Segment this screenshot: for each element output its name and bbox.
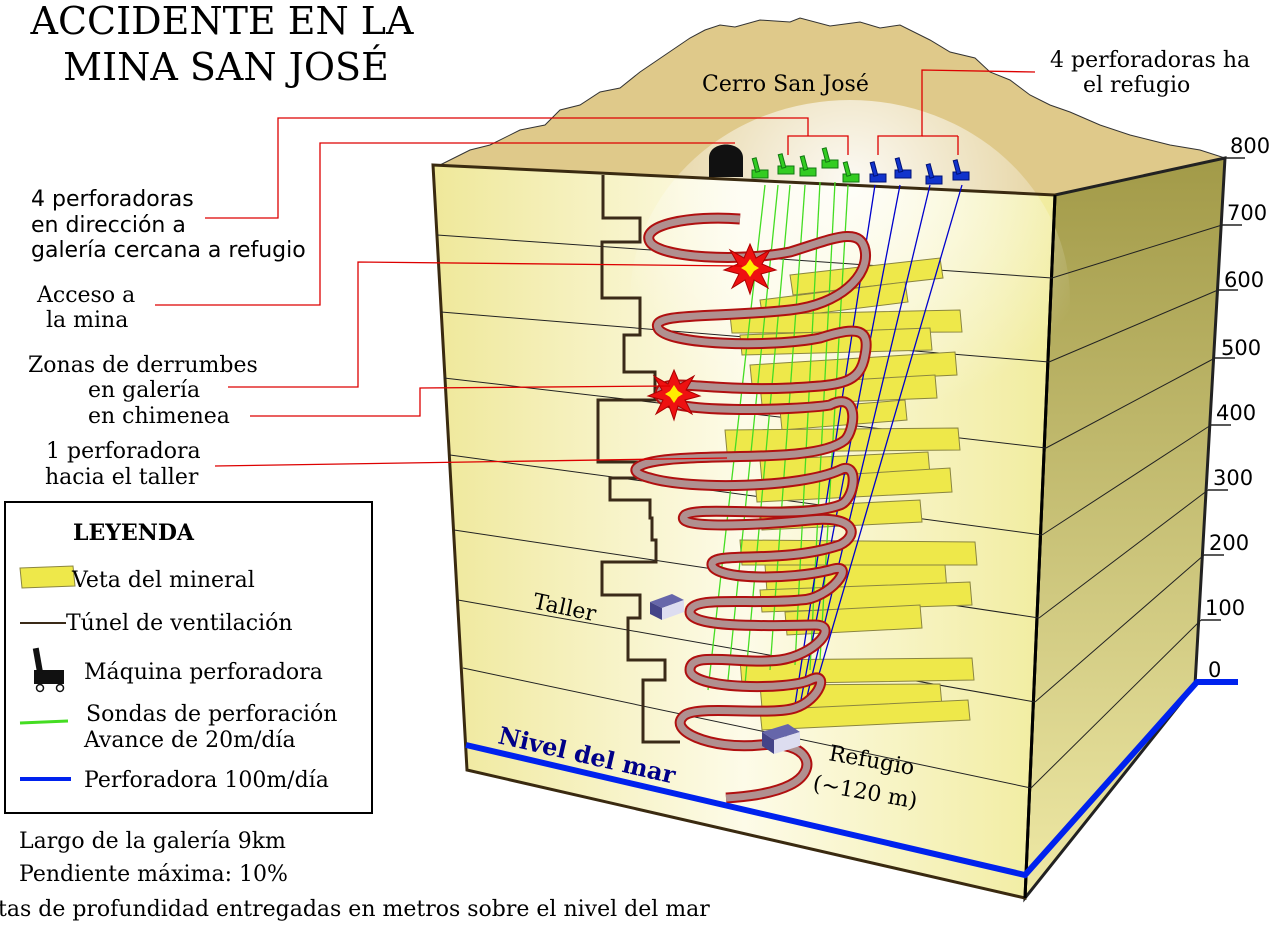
note-depth: tas de profundidad entregadas en metros … [0, 897, 710, 922]
depth-label: 500 [1221, 336, 1261, 360]
tunnel-entrance-icon [709, 144, 743, 177]
legend-probe-swatch [19, 719, 69, 725]
explosion-icon [722, 242, 778, 296]
label-drills-refuge-1: 4 perforadoras ha [1050, 48, 1250, 73]
depth-scale: 800 700 600 500 400 300 200 100 0 [1205, 134, 1270, 682]
label-drills-refuge-2: el refugio [1083, 73, 1190, 98]
note-gallery-length: Largo de la galería 9km [19, 829, 286, 854]
label-access-2: la mina [46, 308, 128, 333]
note-max-slope: Pendiente máxima: 10% [19, 862, 288, 887]
depth-label: 100 [1205, 596, 1245, 620]
depth-scale-ticks [1201, 157, 1245, 621]
drill-machine-icon [32, 647, 65, 693]
legend-item-probe: Sondas de perforación [86, 702, 337, 727]
label-collapse-2: en galería [88, 378, 200, 403]
legend-vein-swatch [19, 565, 76, 589]
label-workshop-drill-1: 1 perforadora [46, 439, 201, 464]
sea-level-line [465, 679, 1238, 879]
label-access-1: Acceso a [36, 283, 135, 308]
label-workshop-drill-2: hacia el taller [45, 465, 199, 490]
explosion-icon [646, 368, 702, 422]
depth-label: 800 [1230, 134, 1270, 158]
legend: LEYENDA Veta del mineral Túnel de ventil… [4, 501, 373, 814]
legend-item-vent: Túnel de ventilación [66, 611, 293, 636]
depth-label: 200 [1209, 531, 1249, 555]
label-collapse-3: en chimenea [88, 404, 230, 429]
legend-item-rig: Perforadora 100m/día [84, 768, 329, 793]
depth-label: 300 [1213, 466, 1253, 490]
spiral-ramp [630, 212, 872, 804]
shelter-box-icon [650, 594, 684, 620]
legend-box [4, 501, 373, 814]
callout-lines [155, 69, 1036, 467]
depth-label: 0 [1208, 658, 1221, 682]
label-drills-gallery-2: en dirección a [31, 213, 186, 238]
title-line-2: MINA SAN JOSÉ [63, 45, 389, 89]
label-collapse-1: Zonas de derrumbes [28, 353, 258, 378]
depth-label: 600 [1224, 268, 1264, 292]
drill-machine-icon [869, 157, 970, 185]
depth-label: 400 [1216, 401, 1256, 425]
ventilation-tunnel [596, 175, 680, 744]
label-drills-gallery-1: 4 perforadoras [31, 187, 194, 212]
label-drills-gallery-3: galería cercana a refugio [31, 238, 306, 263]
legend-item-probe-speed: Avance de 20m/día [83, 728, 296, 753]
drill-machine-icon [751, 147, 860, 183]
legend-item-vein: Veta del mineral [71, 568, 255, 593]
legend-item-drill: Máquina perforadora [84, 660, 323, 685]
title-line-1: ACCIDENTE EN LA [30, 0, 415, 43]
legend-heading: LEYENDA [73, 520, 195, 546]
label-cerro: Cerro San José [702, 72, 869, 97]
shelter-box-icon [762, 724, 800, 754]
depth-label: 700 [1227, 201, 1267, 225]
